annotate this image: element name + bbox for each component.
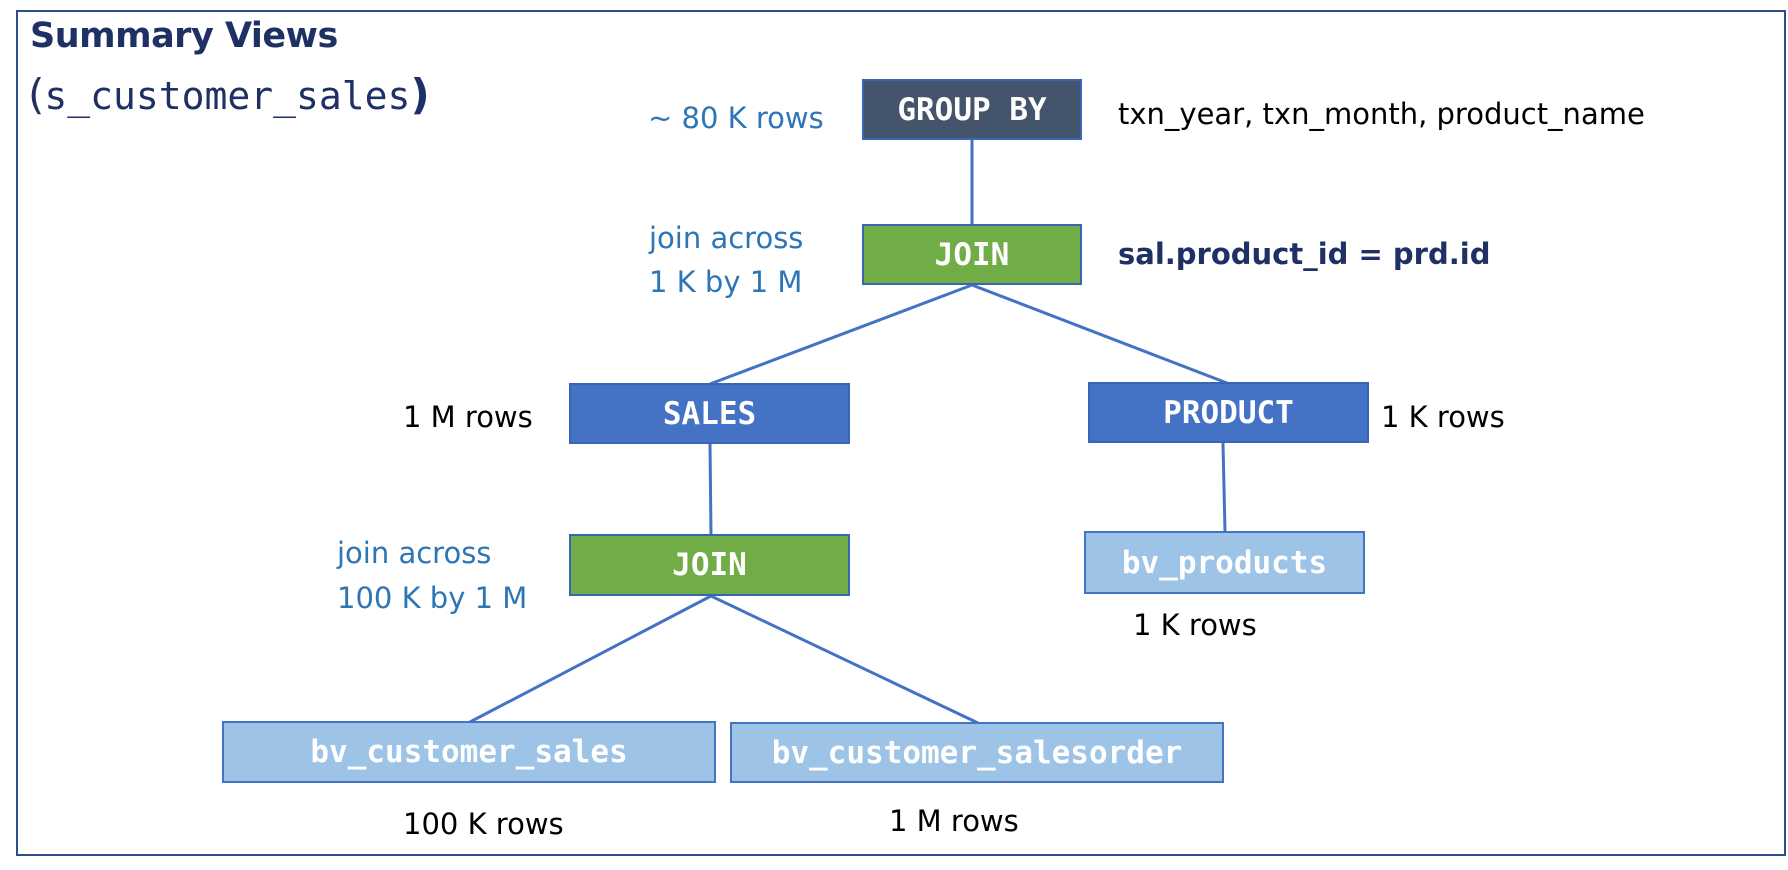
join-top-desc-line1: join across bbox=[649, 221, 804, 255]
group-by-node: GROUP BY bbox=[862, 79, 1082, 140]
sales-node: SALES bbox=[569, 383, 850, 444]
subtitle-view-name: s_customer_sales bbox=[44, 74, 411, 118]
sales-row-count: 1 M rows bbox=[403, 400, 533, 434]
bv-customer-salesorder-row-count: 1 M rows bbox=[889, 804, 1019, 838]
edge-product-bvproducts bbox=[1221, 442, 1227, 533]
bv-customer-salesorder-node: bv_customer_salesorder bbox=[730, 722, 1224, 783]
bv-customer-sales-node: bv_customer_sales bbox=[222, 721, 716, 783]
join-top-node: JOIN bbox=[862, 224, 1082, 285]
join-bottom-desc-line1: join across bbox=[337, 536, 492, 570]
diagram-title: Summary Views bbox=[30, 16, 338, 56]
subtitle-open-paren: ( bbox=[28, 70, 45, 119]
join-bottom-desc-line2: 100 K by 1 M bbox=[337, 581, 528, 615]
product-row-count: 1 K rows bbox=[1381, 400, 1505, 434]
edge-join-bvcustomersales bbox=[469, 594, 712, 724]
group-by-row-count: ~ 80 K rows bbox=[648, 101, 824, 135]
bv-products-node: bv_products bbox=[1084, 531, 1365, 594]
group-by-columns: txn_year, txn_month, product_name bbox=[1118, 97, 1645, 131]
edge-join-bvcustomersalesorder bbox=[710, 594, 979, 725]
join-bottom-node: JOIN bbox=[569, 534, 850, 596]
join-top-desc-line2: 1 K by 1 M bbox=[649, 265, 803, 299]
edge-join-product bbox=[971, 283, 1228, 385]
diagram-frame bbox=[16, 10, 1786, 856]
edge-join-sales bbox=[709, 283, 973, 386]
join-condition: sal.product_id = prd.id bbox=[1118, 237, 1491, 271]
view-name-subtitle: (s_customer_sales) bbox=[28, 70, 430, 119]
edge-sales-join bbox=[708, 443, 713, 536]
bv-customer-sales-row-count: 100 K rows bbox=[403, 807, 564, 841]
bv-products-row-count: 1 K rows bbox=[1133, 608, 1257, 642]
subtitle-close-paren: ) bbox=[410, 70, 430, 119]
product-node: PRODUCT bbox=[1088, 382, 1369, 443]
